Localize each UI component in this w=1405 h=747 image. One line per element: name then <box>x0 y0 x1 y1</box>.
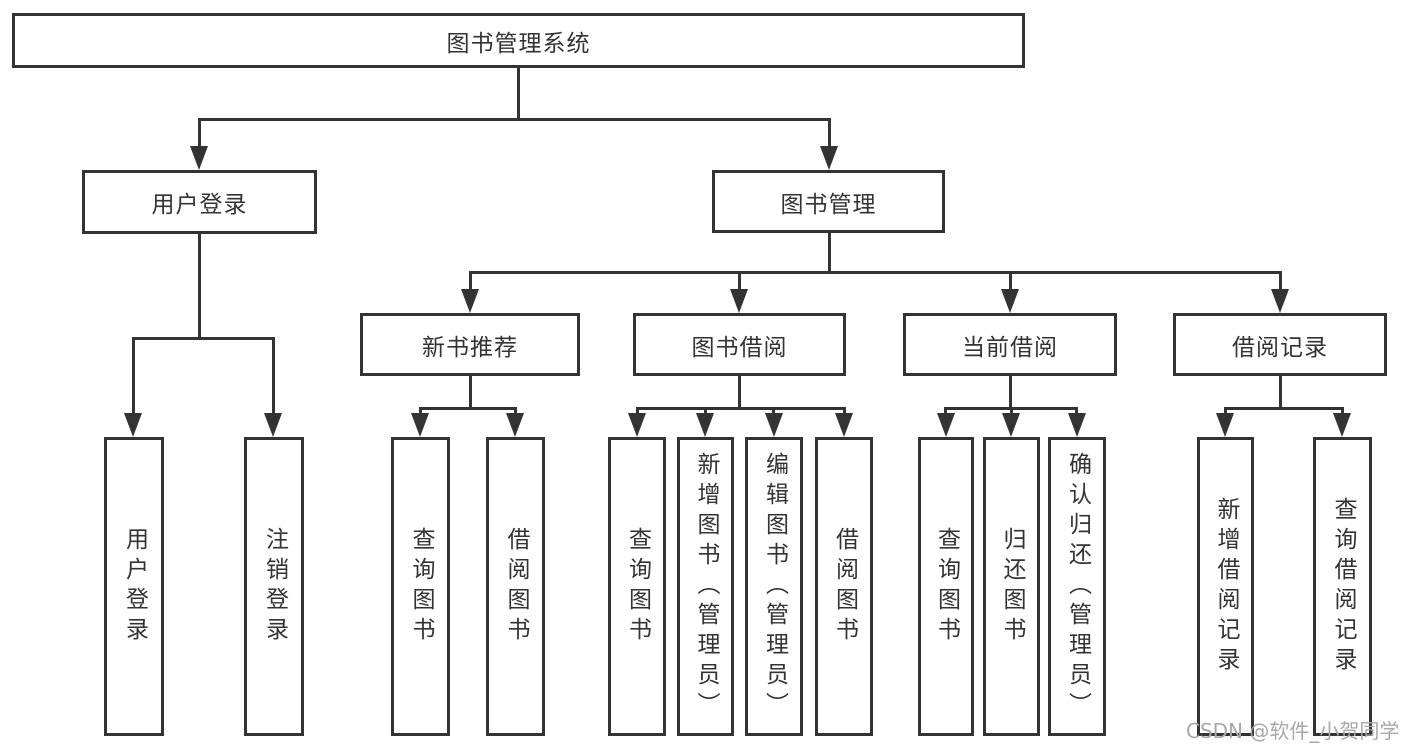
node-current-borrow: 当前借阅 <box>903 313 1117 376</box>
leaf-logout: 注销登录 <box>244 437 304 736</box>
connector-drop <box>843 407 846 417</box>
connector-drop <box>1010 407 1013 417</box>
node-book-management: 图书管理 <box>712 170 945 233</box>
leaf-query-books-recommend: 查询图书 <box>391 437 450 736</box>
arrow-down-icon <box>264 413 282 437</box>
connector-drop <box>419 407 422 417</box>
connector-drop-borrow <box>738 271 741 291</box>
connector-drop <box>1224 407 1227 417</box>
arrow-down-icon <box>765 413 783 437</box>
leaf-return-book: 归还图书 <box>983 437 1040 736</box>
arrow-down-icon <box>1002 413 1020 437</box>
arrow-down-icon <box>1068 413 1086 437</box>
arrow-down-icon <box>730 289 748 313</box>
connector-mgmt-horizontal <box>469 271 1282 274</box>
arrow-down-icon <box>1216 413 1234 437</box>
leaf-confirm-return-admin: 确认归还（管理员） <box>1048 437 1106 736</box>
connector-records-trunk <box>1279 376 1282 407</box>
connector-drop-user-login <box>198 118 201 148</box>
connector-login-horizontal <box>132 337 275 340</box>
connector-drop <box>514 407 517 417</box>
csdn-watermark: CSDN @软件_小贺同学 <box>1186 719 1400 743</box>
arrow-down-icon <box>696 413 714 437</box>
connector-drop-book-management <box>828 118 831 148</box>
connector-drop <box>704 407 707 417</box>
arrow-down-icon <box>1333 413 1351 437</box>
leaf-borrow-books-recommend: 借阅图书 <box>486 437 545 736</box>
connector-records-horizontal <box>1224 407 1344 410</box>
arrow-down-icon <box>124 413 142 437</box>
node-user-login: 用户登录 <box>82 170 317 234</box>
node-root-library-system: 图书管理系统 <box>12 13 1025 68</box>
connector-drop-current <box>1009 271 1012 291</box>
leaf-edit-book-admin: 编辑图书（管理员） <box>745 437 803 736</box>
arrow-down-icon <box>820 146 838 170</box>
connector-recommend-trunk <box>469 376 472 407</box>
connector-drop-records <box>1279 271 1282 291</box>
connector-drop-leaf-login <box>132 337 135 415</box>
leaf-add-book-admin: 新增图书（管理员） <box>677 437 734 736</box>
connector-drop-leaf-logout <box>272 337 275 415</box>
node-borrow-records: 借阅记录 <box>1173 313 1387 376</box>
arrow-down-icon <box>628 413 646 437</box>
leaf-query-books-current: 查询图书 <box>918 437 974 736</box>
connector-drop <box>944 407 947 417</box>
node-new-book-recommend: 新书推荐 <box>360 313 580 376</box>
connector-drop <box>636 407 639 417</box>
arrow-down-icon <box>411 413 429 437</box>
connector-recommend-horizontal <box>419 407 517 410</box>
leaf-query-borrow-record: 查询借阅记录 <box>1313 437 1372 736</box>
arrow-down-icon <box>190 146 208 170</box>
connector-drop <box>1341 407 1344 417</box>
arrow-down-icon <box>1001 289 1019 313</box>
leaf-add-borrow-record: 新增借阅记录 <box>1197 437 1254 736</box>
connector-root-horizontal <box>198 118 831 121</box>
arrow-down-icon <box>461 289 479 313</box>
leaf-query-books-borrow: 查询图书 <box>608 437 666 736</box>
connector-drop-recommend <box>469 271 472 291</box>
arrow-down-icon <box>937 413 955 437</box>
node-book-borrow: 图书借阅 <box>633 313 846 376</box>
connector-mgmt-trunk <box>828 233 831 274</box>
leaf-user-login: 用户登录 <box>104 437 164 736</box>
arrow-down-icon <box>506 413 524 437</box>
connector-drop <box>772 407 775 417</box>
connector-borrow-horizontal <box>636 407 845 410</box>
arrow-down-icon <box>1271 289 1289 313</box>
leaf-borrow-books: 借阅图书 <box>815 437 873 736</box>
connector-borrow-trunk <box>738 376 741 407</box>
connector-drop <box>1075 407 1078 417</box>
connector-login-trunk <box>198 234 201 337</box>
arrow-down-icon <box>835 413 853 437</box>
connector-current-trunk <box>1009 376 1012 407</box>
connector-root-trunk <box>517 68 520 118</box>
